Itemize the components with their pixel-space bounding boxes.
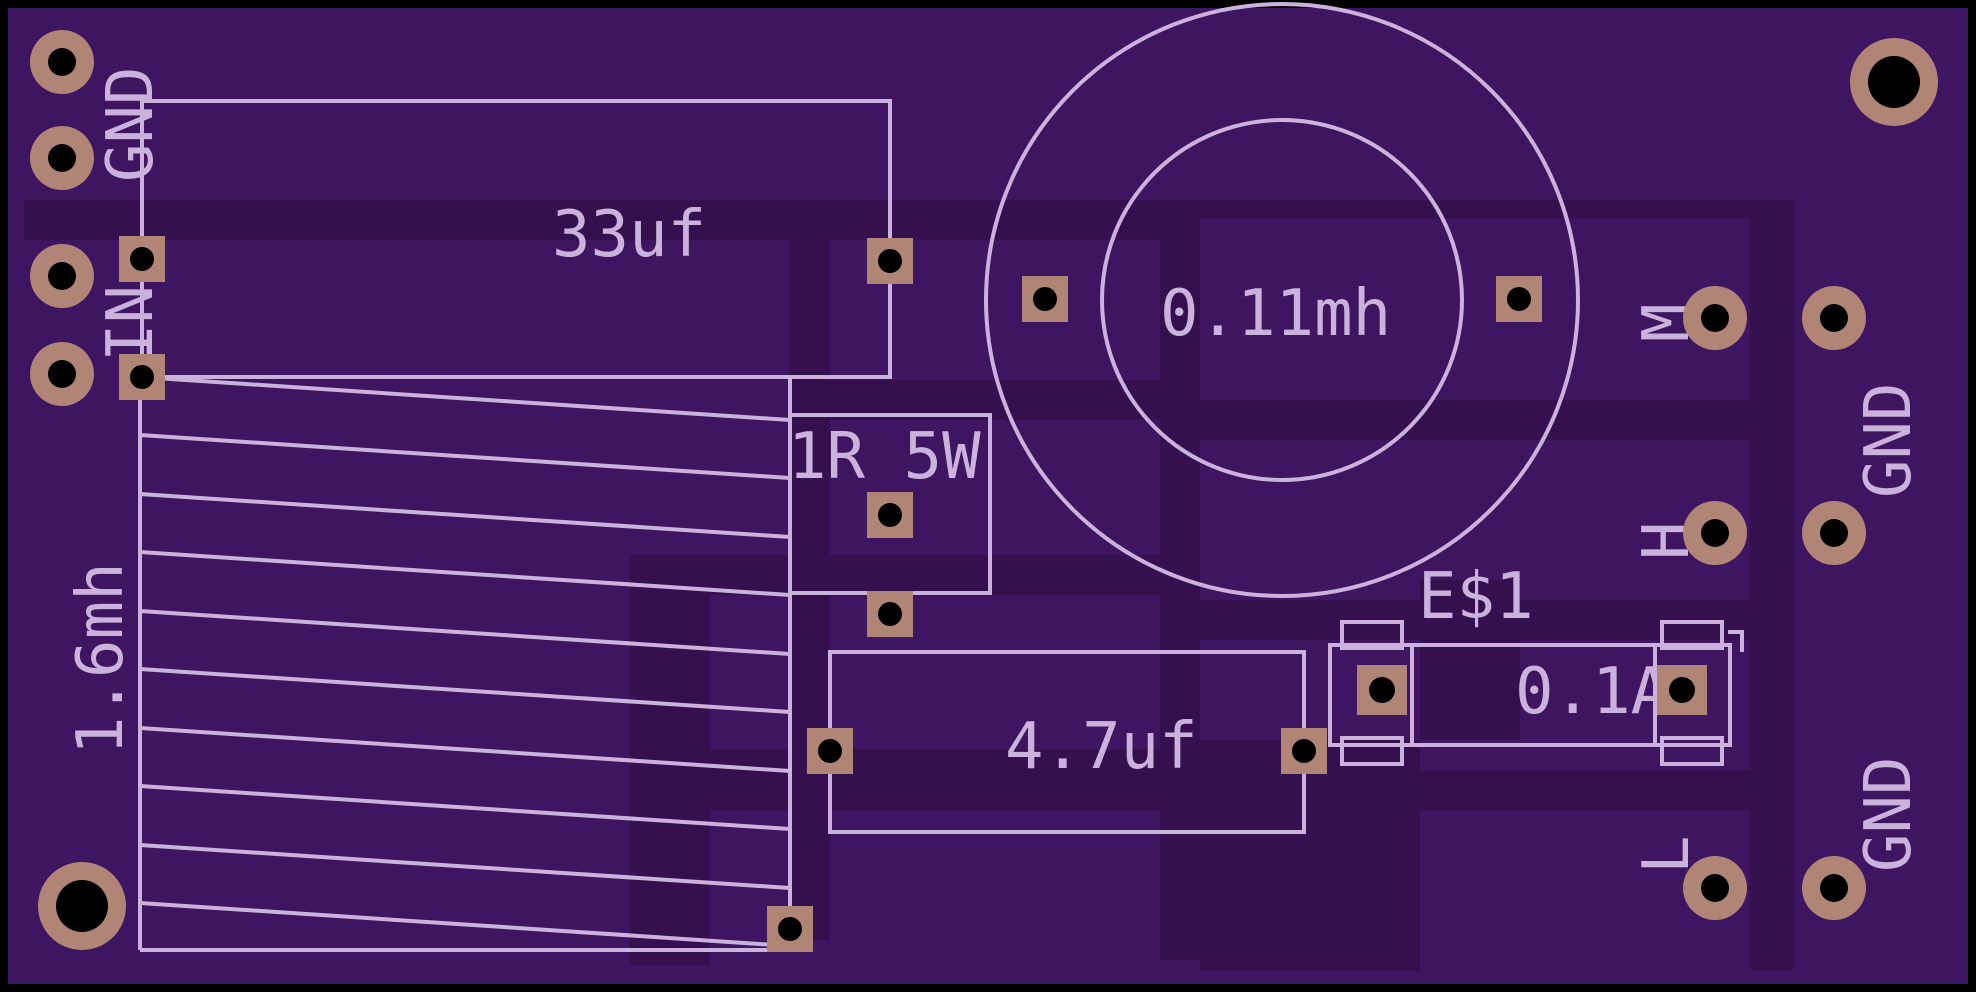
inductor-0-11mh-outer-ring xyxy=(984,2,1580,598)
inductor-1-6mh-label: 1.6mh xyxy=(64,562,138,755)
square-pads xyxy=(119,236,1707,952)
mounting-holes xyxy=(38,38,1938,950)
fuse-outline xyxy=(1328,620,1744,766)
in-label: IN xyxy=(94,285,168,362)
fuse-ref-label: E$1 xyxy=(1418,560,1534,634)
inductor-0-11mh-inner-ring xyxy=(1100,118,1464,482)
cap-4-7uf-label: 4.7uf xyxy=(1005,710,1198,784)
gnd-top-label: GND xyxy=(94,66,168,182)
gnd-right-1-label: GND xyxy=(1852,382,1926,498)
inductor-0-11mh-label: 0.11mh xyxy=(1160,277,1391,351)
resistor-1r-label: 1R 5W xyxy=(788,420,981,494)
gnd-right-2-label: GND xyxy=(1852,756,1926,872)
fuse-value-label: 0.1A xyxy=(1515,655,1669,729)
round-pads xyxy=(30,30,1866,920)
cap-33uf-label: 33uf xyxy=(552,198,706,272)
